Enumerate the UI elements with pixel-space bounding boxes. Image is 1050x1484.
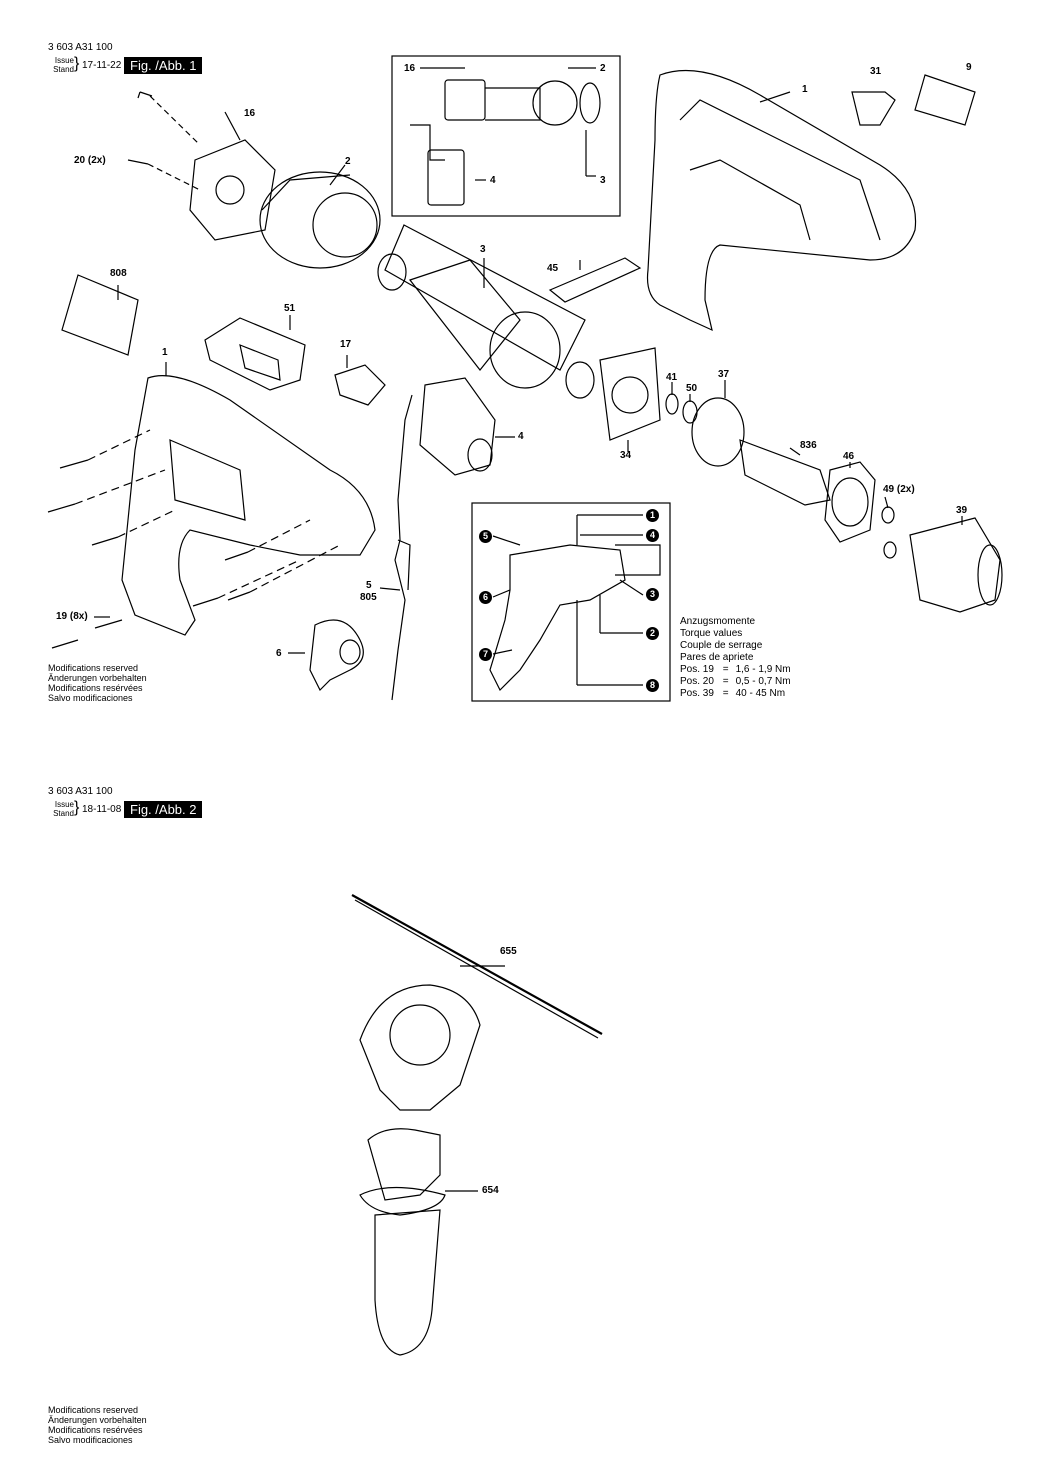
part-label-39: 39 (956, 505, 968, 516)
part-label-50: 50 (686, 383, 698, 394)
issue-date: 17-11-22 (82, 60, 122, 71)
part-label-4-inset: 4 (490, 175, 496, 186)
part-label-654: 654 (482, 1185, 499, 1196)
part-label-46: 46 (843, 451, 855, 462)
torque-heading-de: Anzugsmomente (680, 616, 756, 627)
part-label-49: 49 (2x) (883, 484, 915, 495)
torque-heading-fr: Couple de serrage (680, 640, 763, 651)
part-label-4: 4 (518, 431, 524, 442)
part-label-808: 808 (110, 268, 127, 279)
reference-badge-8: 8 (646, 679, 659, 692)
reference-badge-4: 4 (646, 529, 659, 542)
part-label-9: 9 (966, 62, 972, 73)
reference-badge-5: 5 (479, 530, 492, 543)
part-label-3: 3 (480, 244, 486, 255)
brace-icon: } (74, 55, 80, 72)
part-label-34: 34 (620, 450, 632, 461)
reference-badge-2: 2 (646, 627, 659, 640)
part-label-31: 31 (870, 66, 882, 77)
issue-label-sheet2: Issue (54, 800, 74, 809)
part-label-37: 37 (718, 369, 730, 380)
torque-heading-en: Torque values (680, 628, 743, 639)
part-label-20: 20 (2x) (74, 155, 106, 166)
part-label-1-housing-right: 1 (802, 84, 808, 95)
reference-box (471, 502, 671, 702)
issue-label: Issue (54, 56, 74, 65)
part-label-6: 6 (276, 648, 282, 659)
part-label-19: 19 (8x) (56, 611, 88, 622)
torque-row: Pos. 39 = 40 - 45 Nm (680, 688, 786, 699)
stand-label: Stand (53, 65, 74, 74)
part-label-51: 51 (284, 303, 296, 314)
doc-number-sheet2: 3 603 A31 100 (48, 786, 113, 797)
part-label-836: 836 (800, 440, 817, 451)
issue-date-sheet2: 18-11-08 (82, 804, 122, 815)
reference-badge-7: 7 (479, 648, 492, 661)
part-label-3-inset: 3 (600, 175, 606, 186)
part-label-2-inset: 2 (600, 63, 606, 74)
part-label-655: 655 (500, 946, 517, 957)
part-label-1-housing-left: 1 (162, 347, 168, 358)
torque-row: Pos. 20 = 0,5 - 0,7 Nm (680, 676, 791, 687)
figure-tag-sheet2: Fig. /Abb. 2 (124, 801, 203, 818)
torque-heading-es: Pares de apriete (680, 652, 754, 663)
part-label-41: 41 (666, 372, 678, 383)
inset-motor-box (391, 55, 621, 217)
part-label-805: 805 (360, 592, 377, 603)
part-label-16: 16 (244, 108, 256, 119)
part-label-5: 5 (366, 580, 372, 591)
reference-badge-6: 6 (479, 591, 492, 604)
torque-row: Pos. 19 = 1,6 - 1,9 Nm (680, 664, 791, 675)
doc-number: 3 603 A31 100 (48, 42, 113, 53)
reference-badge-1: 1 (646, 509, 659, 522)
modifications-note-sheet2: Modifications reserved Änderungen vorbeh… (48, 1405, 147, 1445)
torque-values: Anzugsmomente Torque values Couple de se… (680, 616, 791, 700)
brace-icon: } (74, 799, 80, 816)
stand-label-sheet2: Stand (53, 809, 74, 818)
figure-tag: Fig. /Abb. 1 (124, 57, 203, 74)
modifications-note: Modifications reserved Änderungen vorbeh… (48, 663, 147, 703)
part-label-16-inset: 16 (404, 63, 416, 74)
part-label-17: 17 (340, 339, 352, 350)
part-label-45: 45 (547, 263, 559, 274)
reference-badge-3: 3 (646, 588, 659, 601)
part-label-2: 2 (345, 156, 351, 167)
